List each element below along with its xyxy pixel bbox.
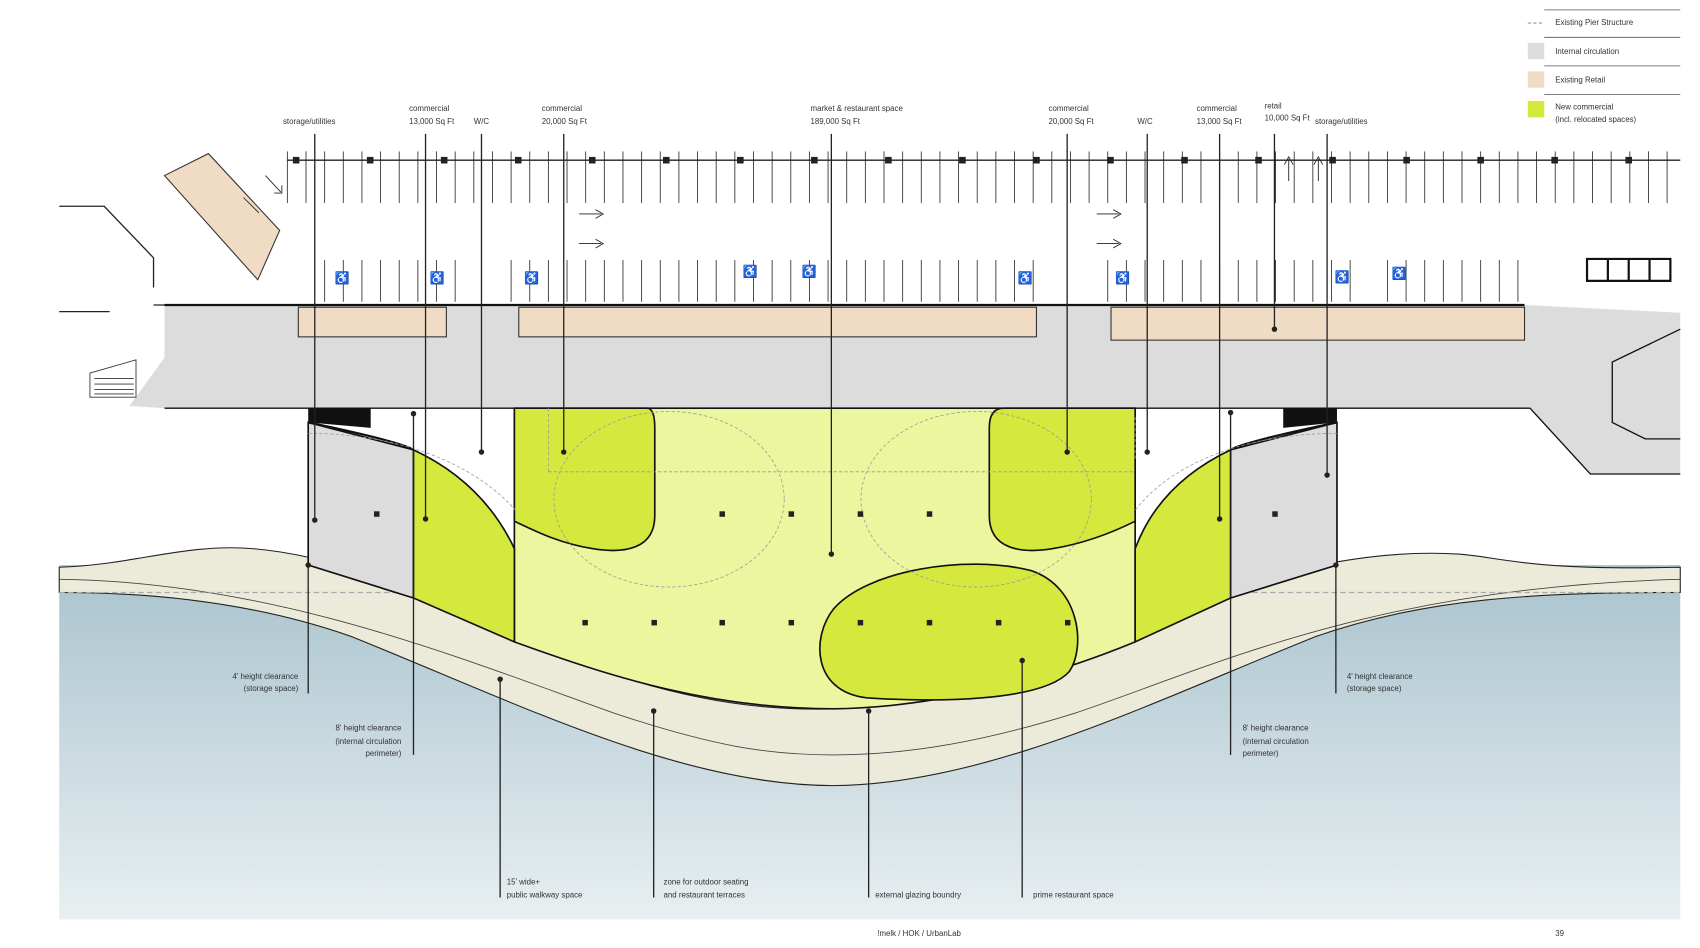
median-post xyxy=(440,156,448,164)
label-market: market & restaurant space xyxy=(811,104,904,113)
median-post xyxy=(1403,156,1410,164)
traffic-arrows xyxy=(243,156,1324,249)
new-commercial-left-block xyxy=(513,407,656,552)
label-storage-right: storage/utilities xyxy=(1315,117,1368,126)
legend-label-new-commercial: New commercial xyxy=(1555,103,1613,112)
bottom-labels: 4' height clearance (storage space) 8' h… xyxy=(232,672,1413,899)
legend-label-retail: Existing Retail xyxy=(1555,75,1605,84)
label-retail: retail xyxy=(1265,102,1282,111)
median-posts xyxy=(292,156,1632,164)
internal-circulation-pier xyxy=(164,305,1681,474)
svg-text:♿: ♿ xyxy=(1392,267,1407,281)
label-outdoor-seating: zone for outdoor seating xyxy=(664,877,749,886)
svg-text:♿: ♿ xyxy=(743,264,758,278)
label-8ft-left-sub2: perimeter) xyxy=(366,749,402,758)
label-8ft-right-sub: (internal circulation xyxy=(1243,737,1309,746)
legend-swatch-new-commercial xyxy=(1527,100,1545,118)
page-number: 39 xyxy=(1555,929,1564,938)
label-sqft: 13,000 Sq Ft xyxy=(1197,117,1243,126)
label-sqft: 189,000 Sq Ft xyxy=(811,117,861,126)
label-4ft-left: 4' height clearance xyxy=(232,672,298,681)
shoreline-structure xyxy=(59,205,165,313)
label-walkway: 15' wide+ xyxy=(507,877,541,886)
median-post xyxy=(292,156,300,164)
label-commercial-20k-right: commercial xyxy=(1049,104,1089,113)
median-post xyxy=(1625,156,1632,164)
edge-right xyxy=(1230,421,1338,451)
edge-left xyxy=(307,421,415,451)
new-commercial-right-block xyxy=(988,407,1136,552)
new-commercial-right-wedge xyxy=(1134,448,1232,644)
median-post xyxy=(1551,156,1558,164)
median-post xyxy=(811,156,818,164)
legend-label-circulation: Internal circulation xyxy=(1555,47,1619,56)
svg-text:♿: ♿ xyxy=(1115,271,1130,285)
label-commercial-20k-left: commercial xyxy=(542,104,582,113)
median-post xyxy=(1329,156,1336,164)
label-sqft: 10,000 Sq Ft xyxy=(1265,114,1311,123)
legend: Existing Pier Structure Internal circula… xyxy=(1527,9,1681,124)
label-8ft-left-sub: (internal circulation xyxy=(335,737,401,746)
median-post xyxy=(1255,156,1262,164)
parking-lot xyxy=(286,151,1668,302)
svg-text:♿: ♿ xyxy=(335,271,350,285)
label-outdoor-sub: and restaurant terraces xyxy=(664,891,745,900)
leader-dots xyxy=(305,326,1339,714)
svg-text:♿: ♿ xyxy=(802,264,817,278)
legend-swatch-retail xyxy=(1527,71,1545,88)
median-post xyxy=(514,156,522,164)
label-prime-restaurant: prime restaurant space xyxy=(1033,891,1114,900)
accessible-parking-icons: ♿ ♿ ♿ ♿ ♿ ♿ ♿ ♿ ♿ xyxy=(335,264,1407,285)
svg-text:♿: ♿ xyxy=(1018,271,1033,285)
label-8ft-left: 8' height clearance xyxy=(336,724,402,733)
median-post xyxy=(737,156,744,164)
label-commercial-13k-right: commercial xyxy=(1197,104,1237,113)
label-wc-left: W/C xyxy=(474,117,490,126)
svg-text:♿: ♿ xyxy=(1335,270,1350,284)
median-post xyxy=(959,156,966,164)
top-labels: storage/utilities commercial 13,000 Sq F… xyxy=(283,102,1368,126)
median-post xyxy=(885,156,892,164)
walkway-inner-line xyxy=(59,578,1681,756)
label-commercial-13k-left: commercial xyxy=(409,104,449,113)
label-8ft-right: 8' height clearance xyxy=(1243,724,1309,733)
stairs xyxy=(89,359,137,398)
median-post xyxy=(366,156,374,164)
prime-restaurant-ellipse xyxy=(819,563,1079,701)
label-sqft: 20,000 Sq Ft xyxy=(542,117,588,126)
new-commercial-left-wedge xyxy=(412,448,516,644)
existing-structure-traces xyxy=(308,408,1337,588)
pier-ramp xyxy=(129,357,165,409)
label-wc-right: W/C xyxy=(1137,117,1153,126)
label-4ft-right: 4' height clearance xyxy=(1347,672,1413,681)
column-grid xyxy=(374,511,1278,626)
label-walkway-sub: public walkway space xyxy=(507,891,583,900)
median-post xyxy=(1107,156,1114,164)
label-4ft-right-sub: (storage space) xyxy=(1347,684,1402,693)
east-building xyxy=(1585,257,1681,440)
label-4ft-left-sub: (storage space) xyxy=(244,684,299,693)
median-post xyxy=(1181,156,1188,164)
footer-credit: !melk / HOK / UrbanLab xyxy=(877,929,961,938)
legend-label-new-commercial-sub: (incl. relocated spaces) xyxy=(1555,115,1636,124)
label-glazing: external glazing boundry xyxy=(875,891,961,900)
median-post xyxy=(1477,156,1484,164)
svg-text:♿: ♿ xyxy=(430,271,445,285)
label-sqft: 20,000 Sq Ft xyxy=(1049,117,1095,126)
median-post xyxy=(1033,156,1040,164)
label-storage-left: storage/utilities xyxy=(283,117,336,126)
label-8ft-right-sub2: perimeter) xyxy=(1243,749,1279,758)
median-post xyxy=(588,156,596,164)
median-post xyxy=(663,156,670,164)
leader-lines xyxy=(307,133,1337,898)
svg-text:♿: ♿ xyxy=(524,271,539,285)
label-sqft: 13,000 Sq Ft xyxy=(409,117,455,126)
legend-label-pier: Existing Pier Structure xyxy=(1555,18,1634,27)
legend-swatch-circulation xyxy=(1527,42,1545,60)
existing-retail-blocks xyxy=(163,152,1526,341)
